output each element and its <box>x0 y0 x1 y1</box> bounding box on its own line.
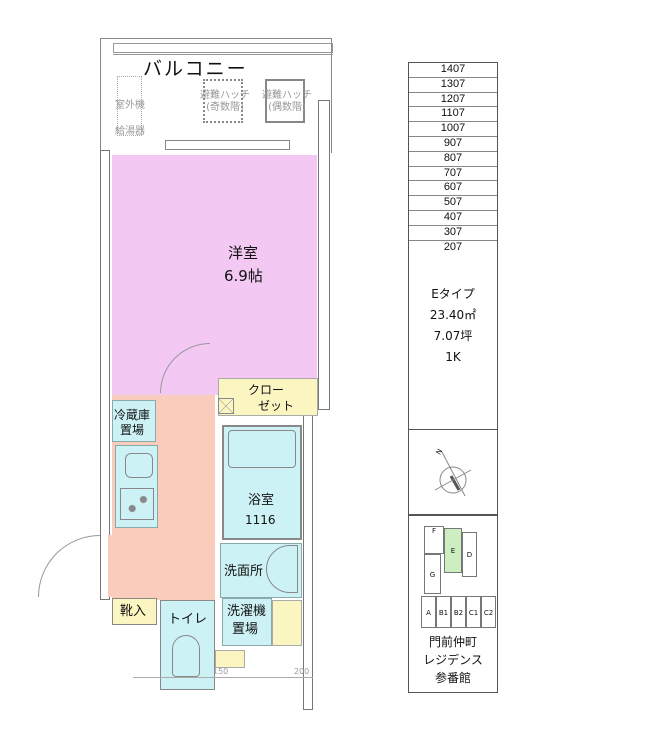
storage-small <box>215 650 245 668</box>
floor-plan: バルコニー 室外機 給湯器 避難ハッチ (奇数階) 避難ハッチ (偶数階) 洋室… <box>38 38 333 710</box>
property-name-1: 門前仲町 <box>428 635 477 649</box>
building-unit-a: A <box>421 596 436 628</box>
floor-row: 1307 <box>409 78 497 93</box>
escape-hatch-odd <box>203 79 243 123</box>
escape-hatch-even <box>265 79 305 123</box>
right-wall <box>318 100 330 410</box>
building-unit-c1: C1 <box>466 596 481 628</box>
washroom-name: 洗面所 <box>224 564 264 579</box>
building-map-box: F G E D A B1 B2 C1 C2 門前仲町 レジデンス 参番館 <box>408 515 498 693</box>
unit-area-m2: 23.40㎡ <box>429 308 477 322</box>
floor-row: 607 <box>409 181 497 197</box>
fridge-space <box>112 400 156 442</box>
closet-label-2: ゼット <box>258 399 295 413</box>
pipe-space <box>218 398 234 414</box>
fridge-label-1: 冷蔵庫 <box>114 408 151 422</box>
shoe-cabinet <box>112 598 157 625</box>
water-heater-label: 給湯器 <box>115 126 145 137</box>
floor-row: 707 <box>409 167 497 182</box>
compass-box: N <box>408 430 498 515</box>
toilet-bowl-icon <box>172 635 200 677</box>
laundry-space <box>222 598 272 646</box>
toilet-name: トイレ <box>168 612 208 627</box>
balcony <box>100 38 333 153</box>
dimension-150: 150 <box>213 667 229 676</box>
floor-row: 907 <box>409 137 497 152</box>
closet-label-1: クロー <box>248 383 285 397</box>
shoe-cabinet-label: 靴入 <box>120 604 147 619</box>
western-room <box>112 155 317 395</box>
floor-row: 1107 <box>409 107 497 123</box>
outdoor-unit <box>117 76 142 136</box>
laundry-label-1: 洗濯機 <box>227 604 267 619</box>
property-name-3: 参番館 <box>434 671 471 685</box>
hatch-even-label: 避難ハッチ (偶数階) <box>262 90 312 113</box>
unit-info: Eタイプ 23.40㎡ 7.07坪 1K <box>408 254 498 430</box>
dimension-200: 200 <box>294 667 310 676</box>
floor-list: 1407 1307 1207 1107 1007 907 807 707 607… <box>408 62 498 256</box>
floor-row: 1007 <box>409 122 497 137</box>
bathroom <box>222 425 302 540</box>
laundry-label-2: 置場 <box>232 622 259 637</box>
unit-type: Eタイプ <box>431 287 475 301</box>
closet <box>218 378 318 416</box>
floor-row: 807 <box>409 152 497 167</box>
unit-layout: 1K <box>445 350 461 364</box>
dimension-line <box>133 677 313 678</box>
hatch-odd-label: 避難ハッチ (奇数階) <box>200 90 250 113</box>
left-wall <box>100 150 110 600</box>
floor-row: 1407 <box>409 63 497 78</box>
bathtub <box>228 430 296 468</box>
western-room-size: 6.9帖 <box>224 267 263 285</box>
bathroom-size: 1116 <box>245 513 276 527</box>
building-unit-c2: C2 <box>481 596 496 628</box>
unit-area-tsubo: 7.07坪 <box>433 329 473 343</box>
sink-icon <box>125 453 153 478</box>
building-unit-b2: B2 <box>451 596 466 628</box>
balcony-rail-inner <box>113 54 333 55</box>
building-unit-d: D <box>462 532 477 577</box>
building-unit-g: G <box>424 554 441 594</box>
outdoor-unit-label: 室外機 <box>115 100 145 111</box>
compass-icon <box>434 451 472 497</box>
building-unit-b1: B1 <box>436 596 451 628</box>
floor-row: 307 <box>409 226 497 241</box>
bathroom-name: 浴室 <box>248 493 275 508</box>
floor-row: 507 <box>409 196 497 211</box>
stove-icon <box>120 488 154 520</box>
right-wall-lower <box>303 410 313 710</box>
window-sash <box>165 140 290 150</box>
fridge-label-2: 置場 <box>120 423 145 437</box>
balcony-label: バルコニー <box>143 58 248 80</box>
floor-row: 407 <box>409 211 497 226</box>
entrance <box>108 535 158 597</box>
building-unit-e: E <box>444 528 462 573</box>
balcony-rail <box>113 43 333 53</box>
floor-row: 1207 <box>409 93 497 108</box>
building-unit-f: F <box>424 526 444 554</box>
western-room-name: 洋室 <box>228 244 259 262</box>
property-name-2: レジデンス <box>423 653 483 667</box>
storage-space <box>272 600 302 646</box>
